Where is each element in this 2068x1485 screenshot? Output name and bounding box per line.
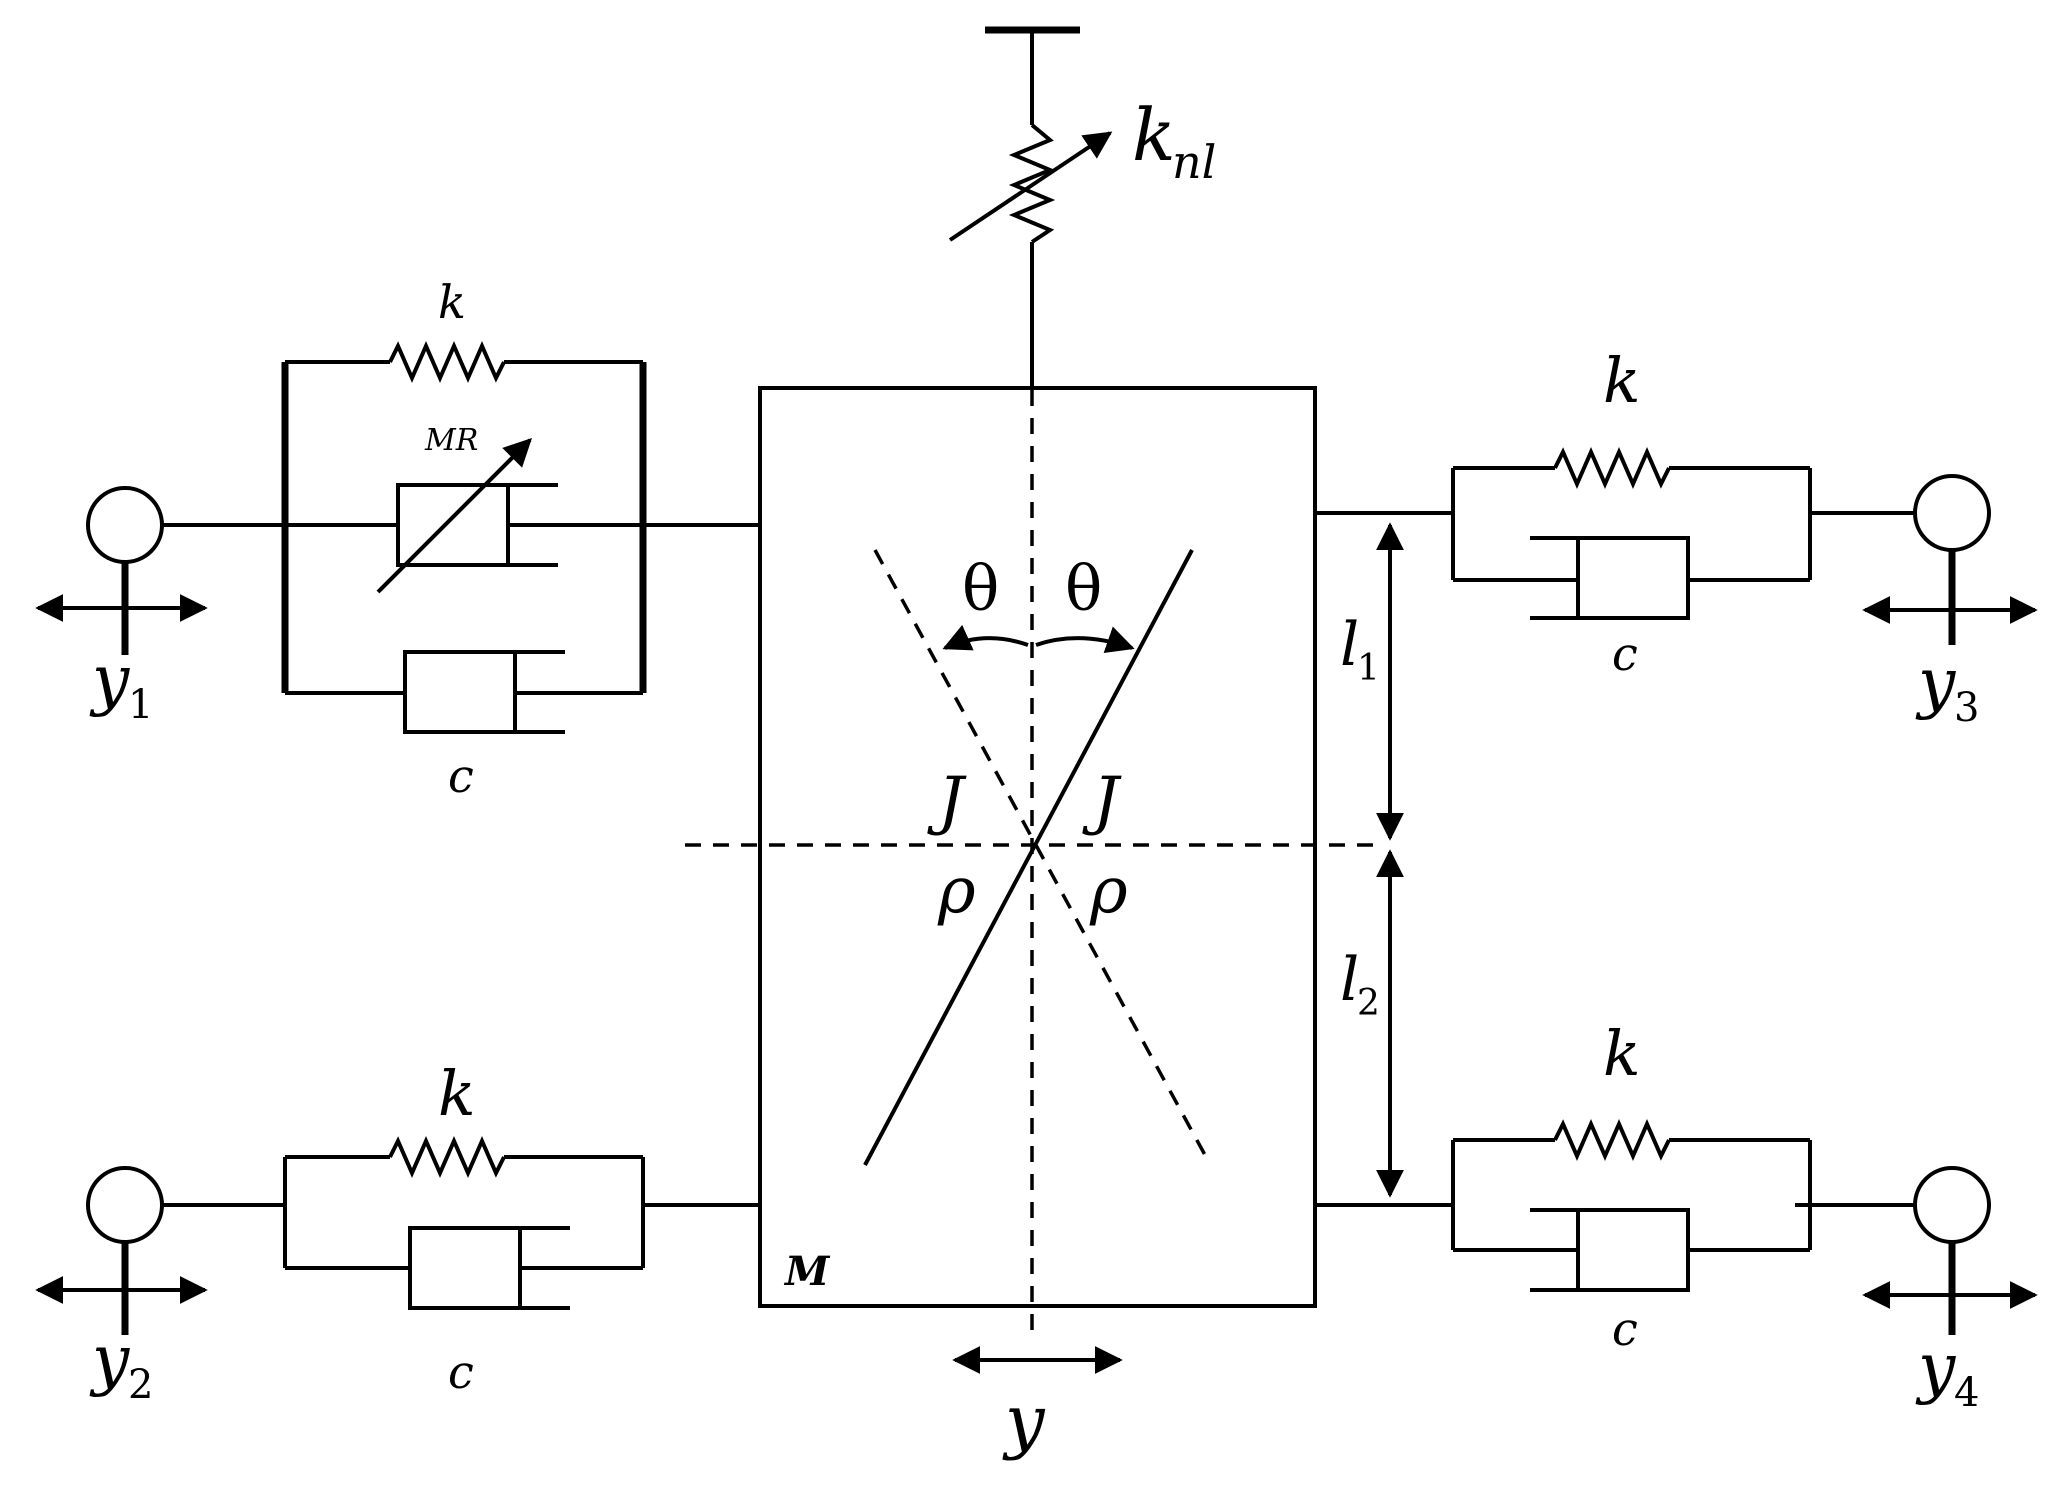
- bottom-right-suspension: [1315, 1119, 2038, 1335]
- mass-label: M: [783, 1248, 831, 1295]
- knl-label: k: [1132, 93, 1176, 177]
- k-bottom-right-label: k: [1603, 1017, 1641, 1090]
- y-label: y: [1002, 1380, 1046, 1462]
- k-top-left-label: k: [438, 275, 466, 329]
- top-left-suspension: [35, 341, 760, 734]
- c-bottom-left-label: c: [448, 1345, 474, 1399]
- l2-label: l: [1340, 945, 1359, 1015]
- y3-label: y: [1915, 644, 1956, 721]
- l1-label: l: [1340, 610, 1359, 680]
- mass-body: [758, 386, 1317, 1308]
- y4-subscript: 4: [1954, 1370, 1979, 1416]
- y2-label: y: [89, 1321, 130, 1398]
- k-top-right-label: k: [1603, 344, 1641, 417]
- y4-node: [1913, 1166, 1991, 1244]
- y2-subscript: 2: [128, 1362, 153, 1408]
- c-bottom-right-label: c: [1612, 1302, 1638, 1356]
- knl-subscript: nl: [1172, 135, 1216, 189]
- l2-subscript: 2: [1357, 983, 1380, 1024]
- c-top-left-label: c: [448, 749, 474, 803]
- j-right-label: J: [1082, 764, 1122, 838]
- y3-node: [1913, 474, 1991, 552]
- nonlinear-spring: [948, 123, 1113, 390]
- theta-right-label: θ: [1065, 552, 1102, 625]
- ground-support: [985, 26, 1080, 125]
- y1-node: [86, 486, 164, 564]
- bottom-left-suspension: [35, 1136, 760, 1335]
- rho-left-label: ρ: [937, 854, 976, 928]
- l1-subscript: 1: [1357, 648, 1380, 689]
- y3-subscript: 3: [1954, 685, 1979, 731]
- rotated-axis-dashed: [873, 549, 1207, 1156]
- y4-label: y: [1915, 1329, 1956, 1406]
- rho-right-label: ρ: [1089, 854, 1128, 928]
- theta-arc-right: [1035, 626, 1135, 653]
- rotated-axis-solid: [863, 549, 1194, 1166]
- k-bottom-left-label: k: [438, 1057, 476, 1130]
- theta-arc-left: [942, 624, 1029, 651]
- top-right-suspension: [1315, 447, 2038, 645]
- j-left-label: J: [927, 764, 967, 838]
- theta-left-label: θ: [962, 552, 999, 625]
- mr-label: MR: [424, 423, 478, 458]
- y1-label: y: [89, 641, 130, 718]
- c-top-right-label: c: [1612, 627, 1638, 681]
- y1-subscript: 1: [128, 682, 153, 728]
- y2-node: [86, 1166, 164, 1244]
